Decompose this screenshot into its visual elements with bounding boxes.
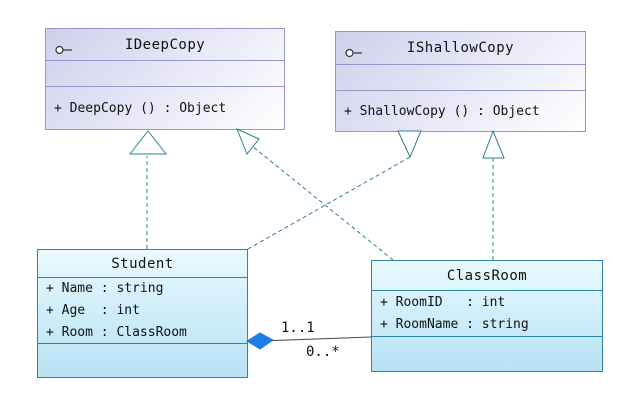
operations-compartment-empty	[372, 337, 602, 371]
hollow-triangle-arrowhead	[397, 130, 422, 159]
realization-connector-classroom-ideepcopy	[251, 145, 394, 261]
realization-connector-student-ishallowcopy	[247, 156, 411, 250]
class-name: ClassRoom	[446, 267, 528, 284]
operation-row: + ShallowCopy () : Object	[344, 103, 540, 119]
hollow-triangle-arrowhead	[482, 129, 505, 159]
association-line	[259, 336, 372, 342]
class-name: Student	[111, 255, 174, 272]
hollow-triangle-arrowhead	[128, 130, 168, 155]
interface-name: IShallowCopy	[406, 40, 515, 56]
attributes-compartment-empty	[46, 61, 284, 87]
multiplicity-label-lower: 0..*	[306, 344, 340, 360]
hollow-triangle-arrowhead	[236, 128, 260, 155]
multiplicity-label-upper: 1..1	[281, 320, 315, 336]
attribute-row: + Age : int	[46, 302, 140, 318]
lollipop-interface-icon	[55, 40, 75, 54]
attribute-row: + RoomName : string	[380, 316, 529, 332]
attribute-row: + Name : string	[46, 280, 164, 296]
composition-diamond	[246, 332, 274, 350]
attribute-row: + Room : ClassRoom	[46, 324, 187, 340]
operations-compartment-empty	[38, 344, 247, 377]
interface-name: IDeepCopy	[124, 36, 206, 53]
interface-box-ishallowcopy[interactable]: IShallowCopy + ShallowCopy () : Object	[335, 31, 586, 132]
attributes-compartment-empty	[336, 65, 585, 91]
operation-row: + DeepCopy () : Object	[54, 100, 227, 116]
attribute-row: + RoomID : int	[380, 294, 506, 310]
interface-box-ideepcopy[interactable]: IDeepCopy + DeepCopy () : Object	[45, 28, 285, 130]
class-box-classroom[interactable]: ClassRoom + RoomID : int + RoomName : st…	[371, 260, 603, 372]
class-box-student[interactable]: Student + Name : string + Age : int + Ro…	[37, 249, 248, 378]
lollipop-interface-icon	[345, 43, 365, 58]
